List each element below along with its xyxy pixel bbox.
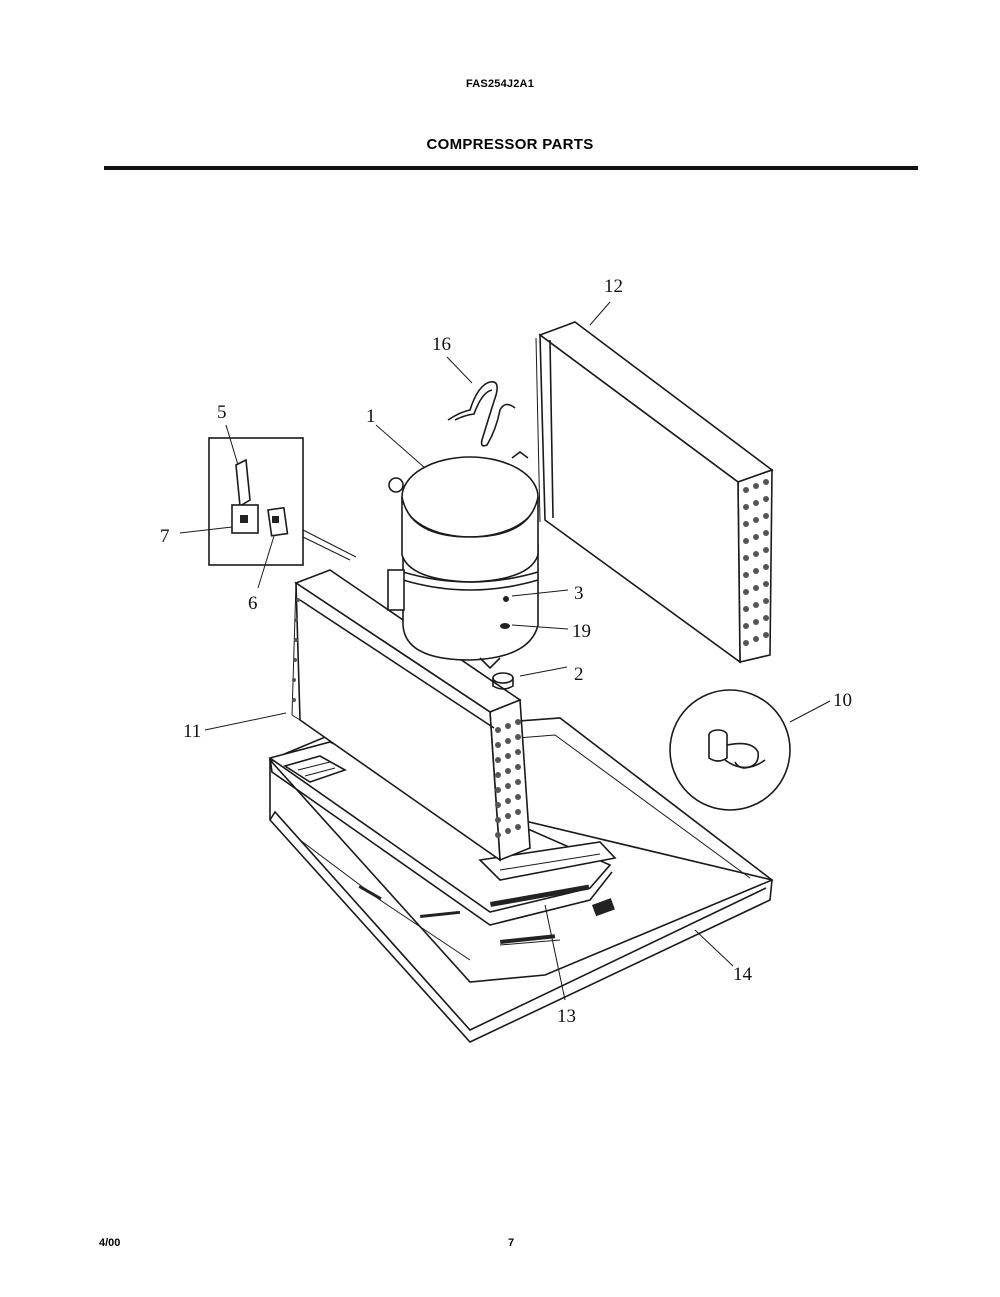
callout-14: 14 — [733, 964, 753, 985]
callout-13: 13 — [557, 1006, 576, 1027]
callout-5: 5 — [217, 402, 227, 423]
footer-date: 4/00 — [99, 1237, 121, 1249]
leader-lines — [179, 301, 831, 1001]
callout-7: 7 — [160, 526, 170, 547]
callout-1: 1 — [366, 406, 376, 427]
rear-coil-fins — [743, 479, 769, 646]
callout-11: 11 — [183, 721, 201, 742]
callout-10: 10 — [833, 690, 852, 711]
callout-6: 6 — [248, 593, 258, 614]
footer-page-number: 7 — [508, 1237, 515, 1249]
callout-2: 2 — [574, 664, 584, 685]
model-number: FAS254J2A1 — [465, 78, 535, 90]
capacitor-inset-circle — [669, 689, 791, 811]
callout-3: 3 — [574, 583, 584, 604]
grommet-illustration — [492, 672, 514, 690]
rear-coil-illustration — [535, 321, 774, 664]
page-title: COMPRESSOR PARTS — [426, 136, 594, 153]
front-coil-fins — [292, 598, 521, 838]
partition-tray-illustration — [268, 741, 617, 926]
callout-19: 19 — [572, 621, 591, 642]
tubing-illustration — [447, 380, 516, 447]
compressor-illustration — [387, 451, 539, 670]
title-divider — [104, 166, 918, 170]
electrical-inset-box — [208, 437, 357, 566]
callout-12: 12 — [604, 276, 623, 297]
callout-16: 16 — [432, 334, 451, 355]
